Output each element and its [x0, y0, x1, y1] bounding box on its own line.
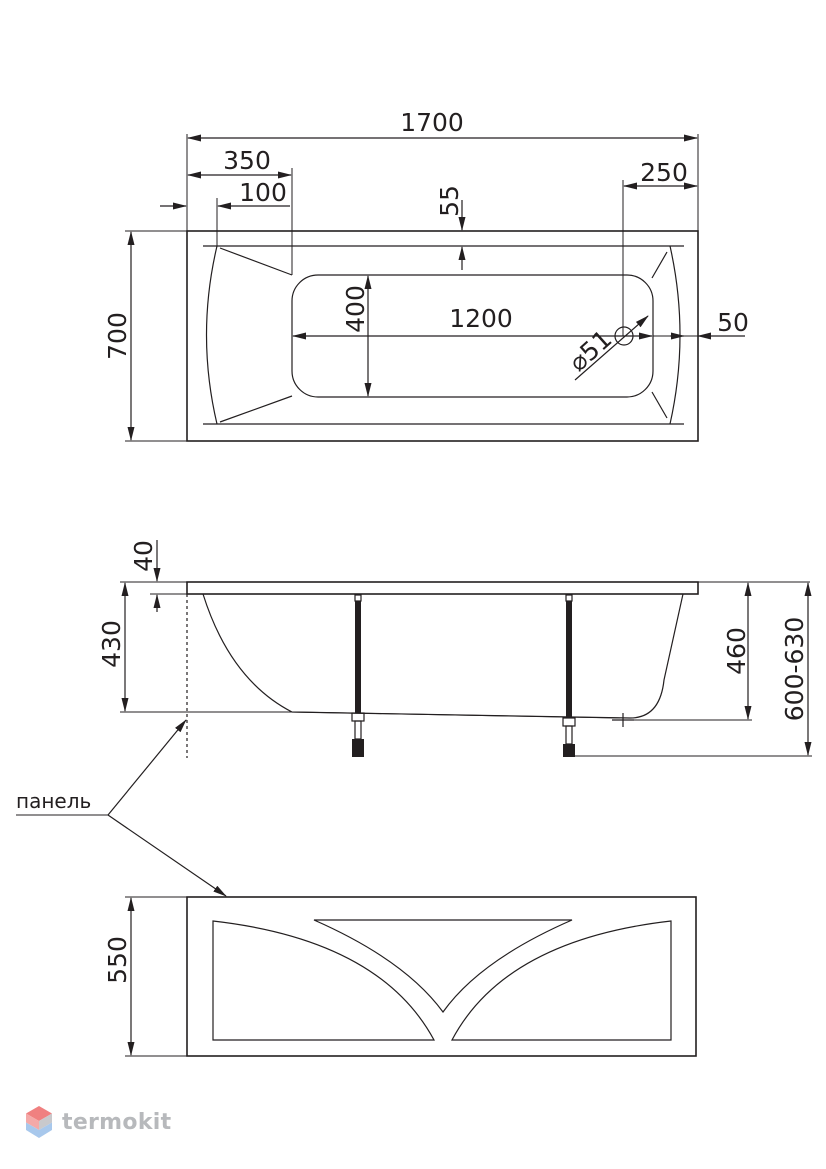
panel-right-window [451, 920, 672, 1041]
brand-logo[interactable]: termokit [24, 1104, 171, 1140]
dim-width: 700 [103, 312, 132, 360]
dim-inner-height: 460 [722, 627, 751, 675]
dim-drain-diameter: ⌀51 [563, 324, 617, 377]
tub-left-curve [205, 245, 218, 425]
dim-panel-height: 550 [103, 936, 132, 984]
panel-label: панель [16, 789, 91, 813]
left-slope-bottom [219, 395, 293, 423]
dim-rim-right: 50 [717, 308, 749, 337]
dim-line-drain-diameter [574, 315, 649, 381]
drain-circle [614, 326, 634, 346]
side-view: 40 430 460 600-630 панель [16, 540, 812, 897]
leader-to-side [107, 719, 187, 816]
leg-left [351, 594, 365, 757]
top-view: 1700 350 100 250 55 700 400 1200 ⌀51 [103, 108, 749, 442]
panel-center-window [313, 919, 573, 1014]
left-slope-top [219, 247, 293, 276]
dim-rim-thickness: 40 [129, 540, 158, 572]
panel-outline [186, 896, 697, 1057]
right-slope-top [651, 251, 668, 279]
cube-icon [26, 1106, 52, 1138]
dim-bowl-width: 400 [341, 285, 370, 333]
tub-body-side [202, 593, 684, 719]
brand-name: termokit [62, 1109, 172, 1135]
dim-offset-rim: 100 [239, 178, 287, 207]
dim-bowl-length: 1200 [449, 304, 513, 333]
dim-length: 1700 [400, 108, 464, 137]
panel-left-window [212, 920, 436, 1041]
right-slope-bottom [651, 391, 668, 419]
dim-offset-drain: 250 [640, 158, 688, 187]
tub-rim-side [186, 581, 699, 595]
tub-right-curve [669, 245, 681, 425]
dim-total-height: 600-630 [780, 617, 809, 721]
panel-view: 550 [103, 896, 697, 1057]
dim-offset-left: 350 [223, 146, 271, 175]
leg-right [562, 594, 576, 757]
dim-rim-top: 55 [435, 185, 464, 217]
leader-to-panel [107, 814, 227, 897]
dim-depth: 430 [97, 620, 126, 668]
